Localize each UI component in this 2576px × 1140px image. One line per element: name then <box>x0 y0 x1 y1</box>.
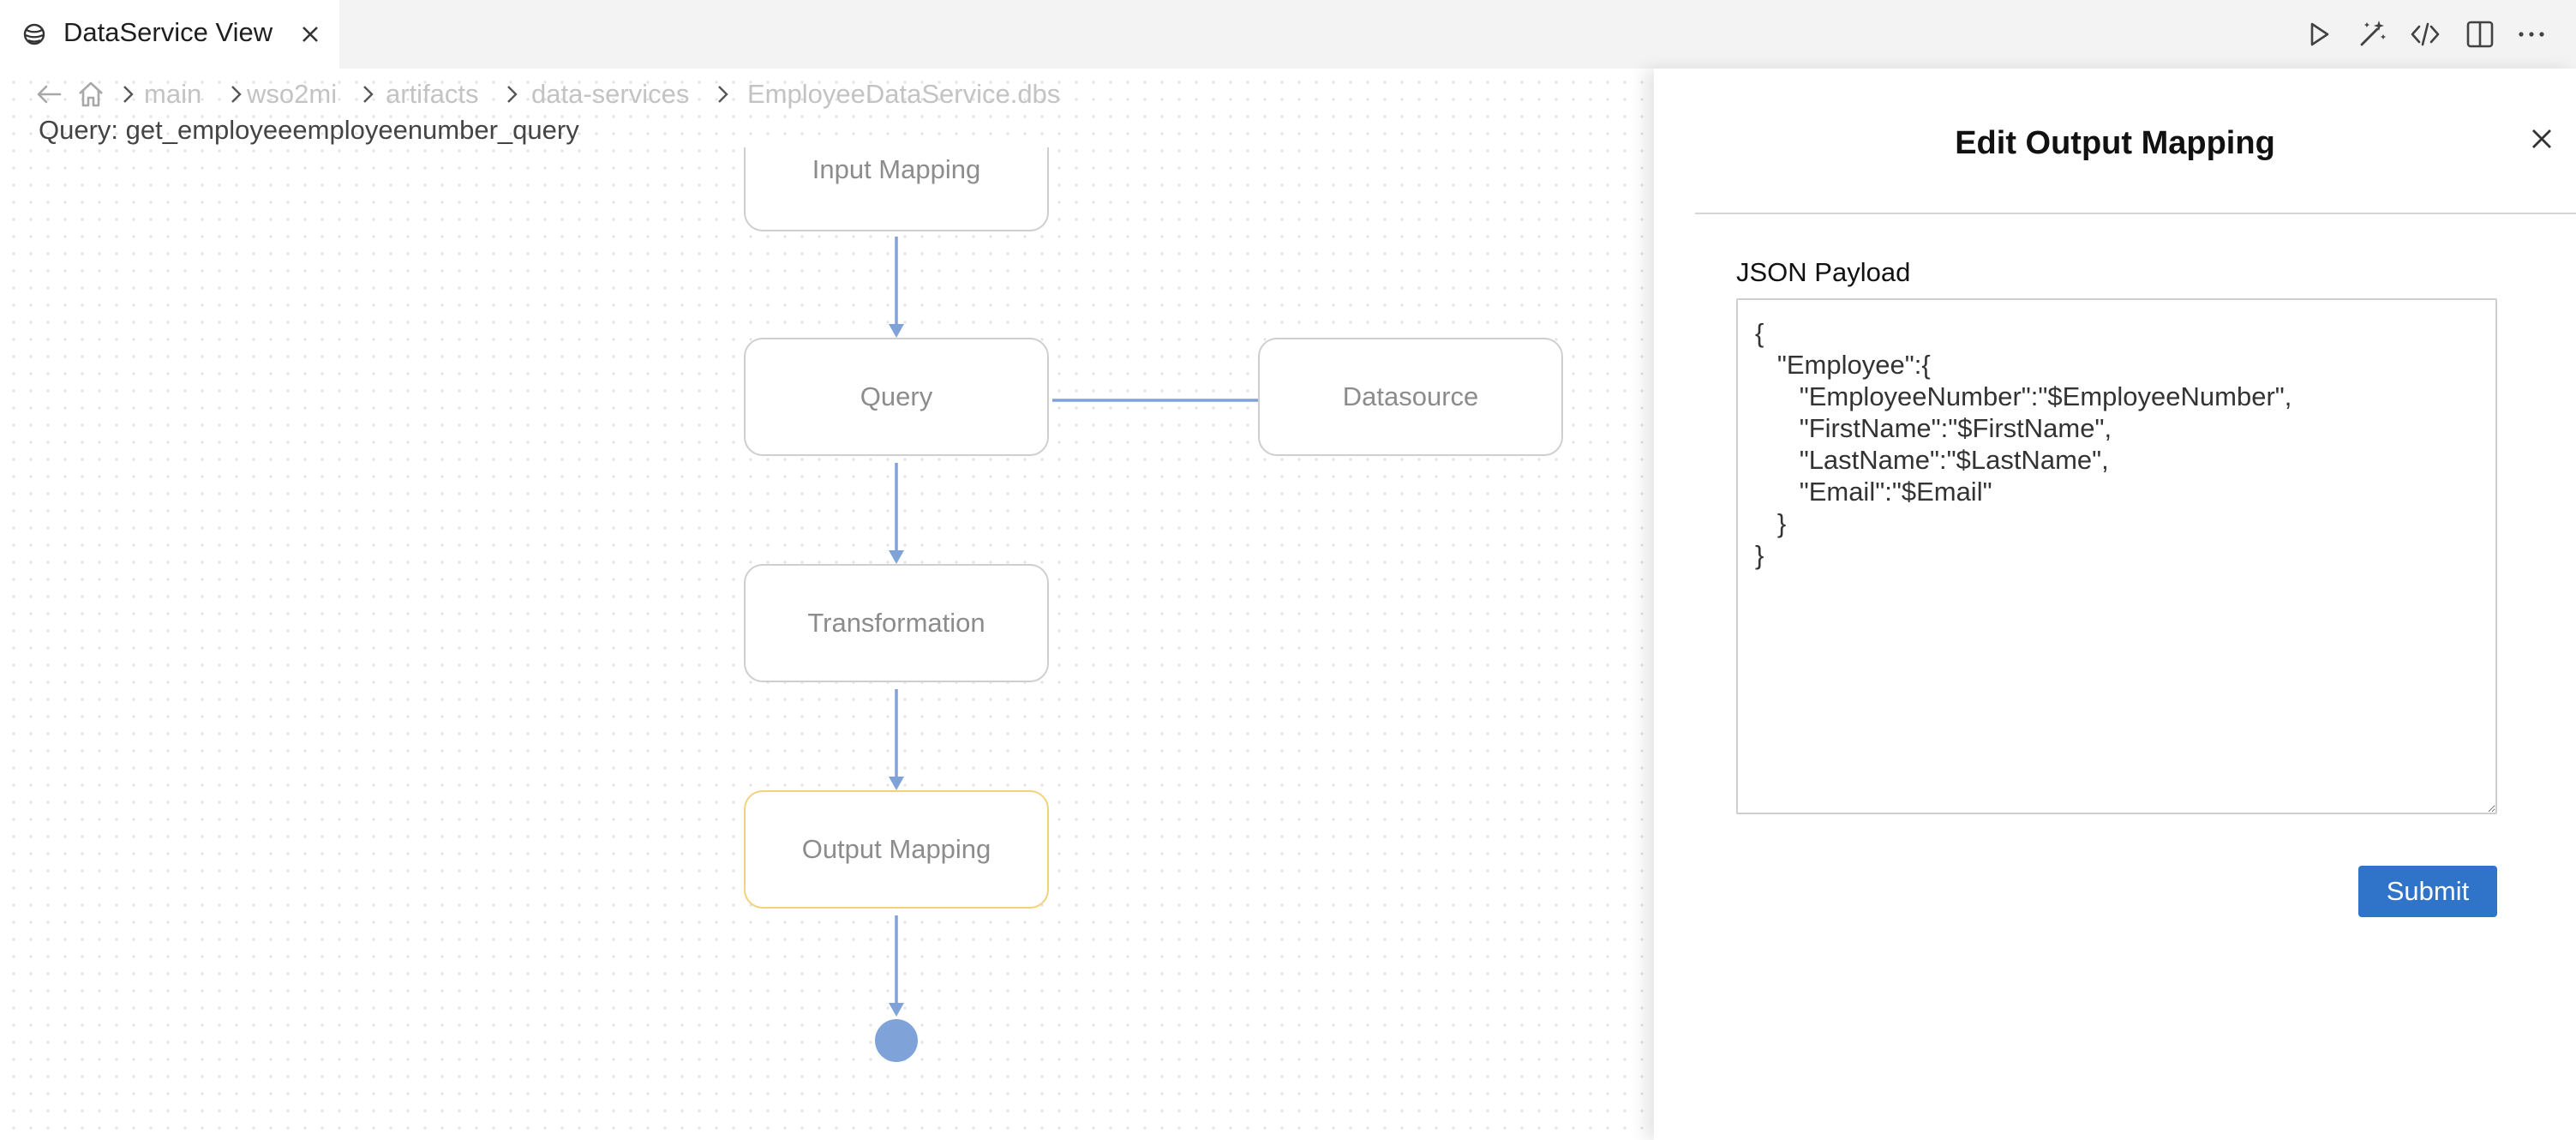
json-payload-label: JSON Payload <box>1736 257 1911 287</box>
chevron-right-icon <box>231 86 242 103</box>
breadcrumb-item-data-services[interactable]: data-services <box>531 79 690 109</box>
back-arrow-icon[interactable] <box>34 79 65 110</box>
chevron-right-icon <box>123 86 134 103</box>
chevron-right-icon <box>507 86 518 103</box>
split-editor-icon[interactable] <box>2461 15 2499 53</box>
flow-edges <box>875 237 1258 1062</box>
submit-button[interactable]: Submit <box>2358 866 2497 917</box>
run-icon[interactable] <box>2300 15 2338 53</box>
close-icon[interactable] <box>295 19 326 50</box>
dataservice-icon <box>23 23 45 45</box>
close-icon[interactable] <box>2525 122 2559 156</box>
query-node[interactable]: Query <box>744 338 1049 456</box>
tab-title: DataService View <box>63 17 273 47</box>
editor-tab-bar: DataService View <box>0 0 2576 69</box>
more-icon[interactable] <box>2513 15 2550 53</box>
query-label: Query: <box>39 115 119 145</box>
divider <box>1695 213 2576 214</box>
query-heading: Query: get_employeeemployeenumber_query <box>39 115 579 146</box>
home-icon[interactable] <box>75 79 106 110</box>
transformation-node[interactable]: Transformation <box>744 564 1049 682</box>
breadcrumb-item-file[interactable]: EmployeeDataService.dbs <box>747 79 1061 109</box>
query-name: get_employeeemployeenumber_query <box>125 115 579 145</box>
json-payload-textarea[interactable]: { "Employee":{ "EmployeeNumber":"$Employ… <box>1736 298 2497 814</box>
arrowhead <box>889 324 904 338</box>
input-mapping-node[interactable]: Input Mapping <box>744 147 1049 231</box>
breadcrumb-item-wso2mi[interactable]: wso2mi <box>247 79 338 109</box>
end-node <box>875 1019 918 1062</box>
chevron-right-icon <box>363 86 374 103</box>
breadcrumb-item-artifacts[interactable]: artifacts <box>386 79 479 109</box>
arrowhead <box>889 1003 904 1017</box>
code-icon[interactable] <box>2406 15 2444 53</box>
edit-output-mapping-panel: Edit Output Mapping JSON Payload { "Empl… <box>1654 69 2576 1140</box>
tab-dataservice-view[interactable]: DataService View <box>0 0 339 69</box>
magic-wand-icon[interactable] <box>2353 15 2391 53</box>
output-mapping-node[interactable]: Output Mapping <box>744 790 1049 909</box>
datasource-node[interactable]: Datasource <box>1258 338 1563 456</box>
arrowhead <box>889 550 904 564</box>
breadcrumb-item-main[interactable]: main <box>144 79 202 109</box>
panel-title: Edit Output Mapping <box>1955 125 2275 161</box>
arrowhead <box>889 777 904 790</box>
chevron-right-icon <box>718 86 728 103</box>
